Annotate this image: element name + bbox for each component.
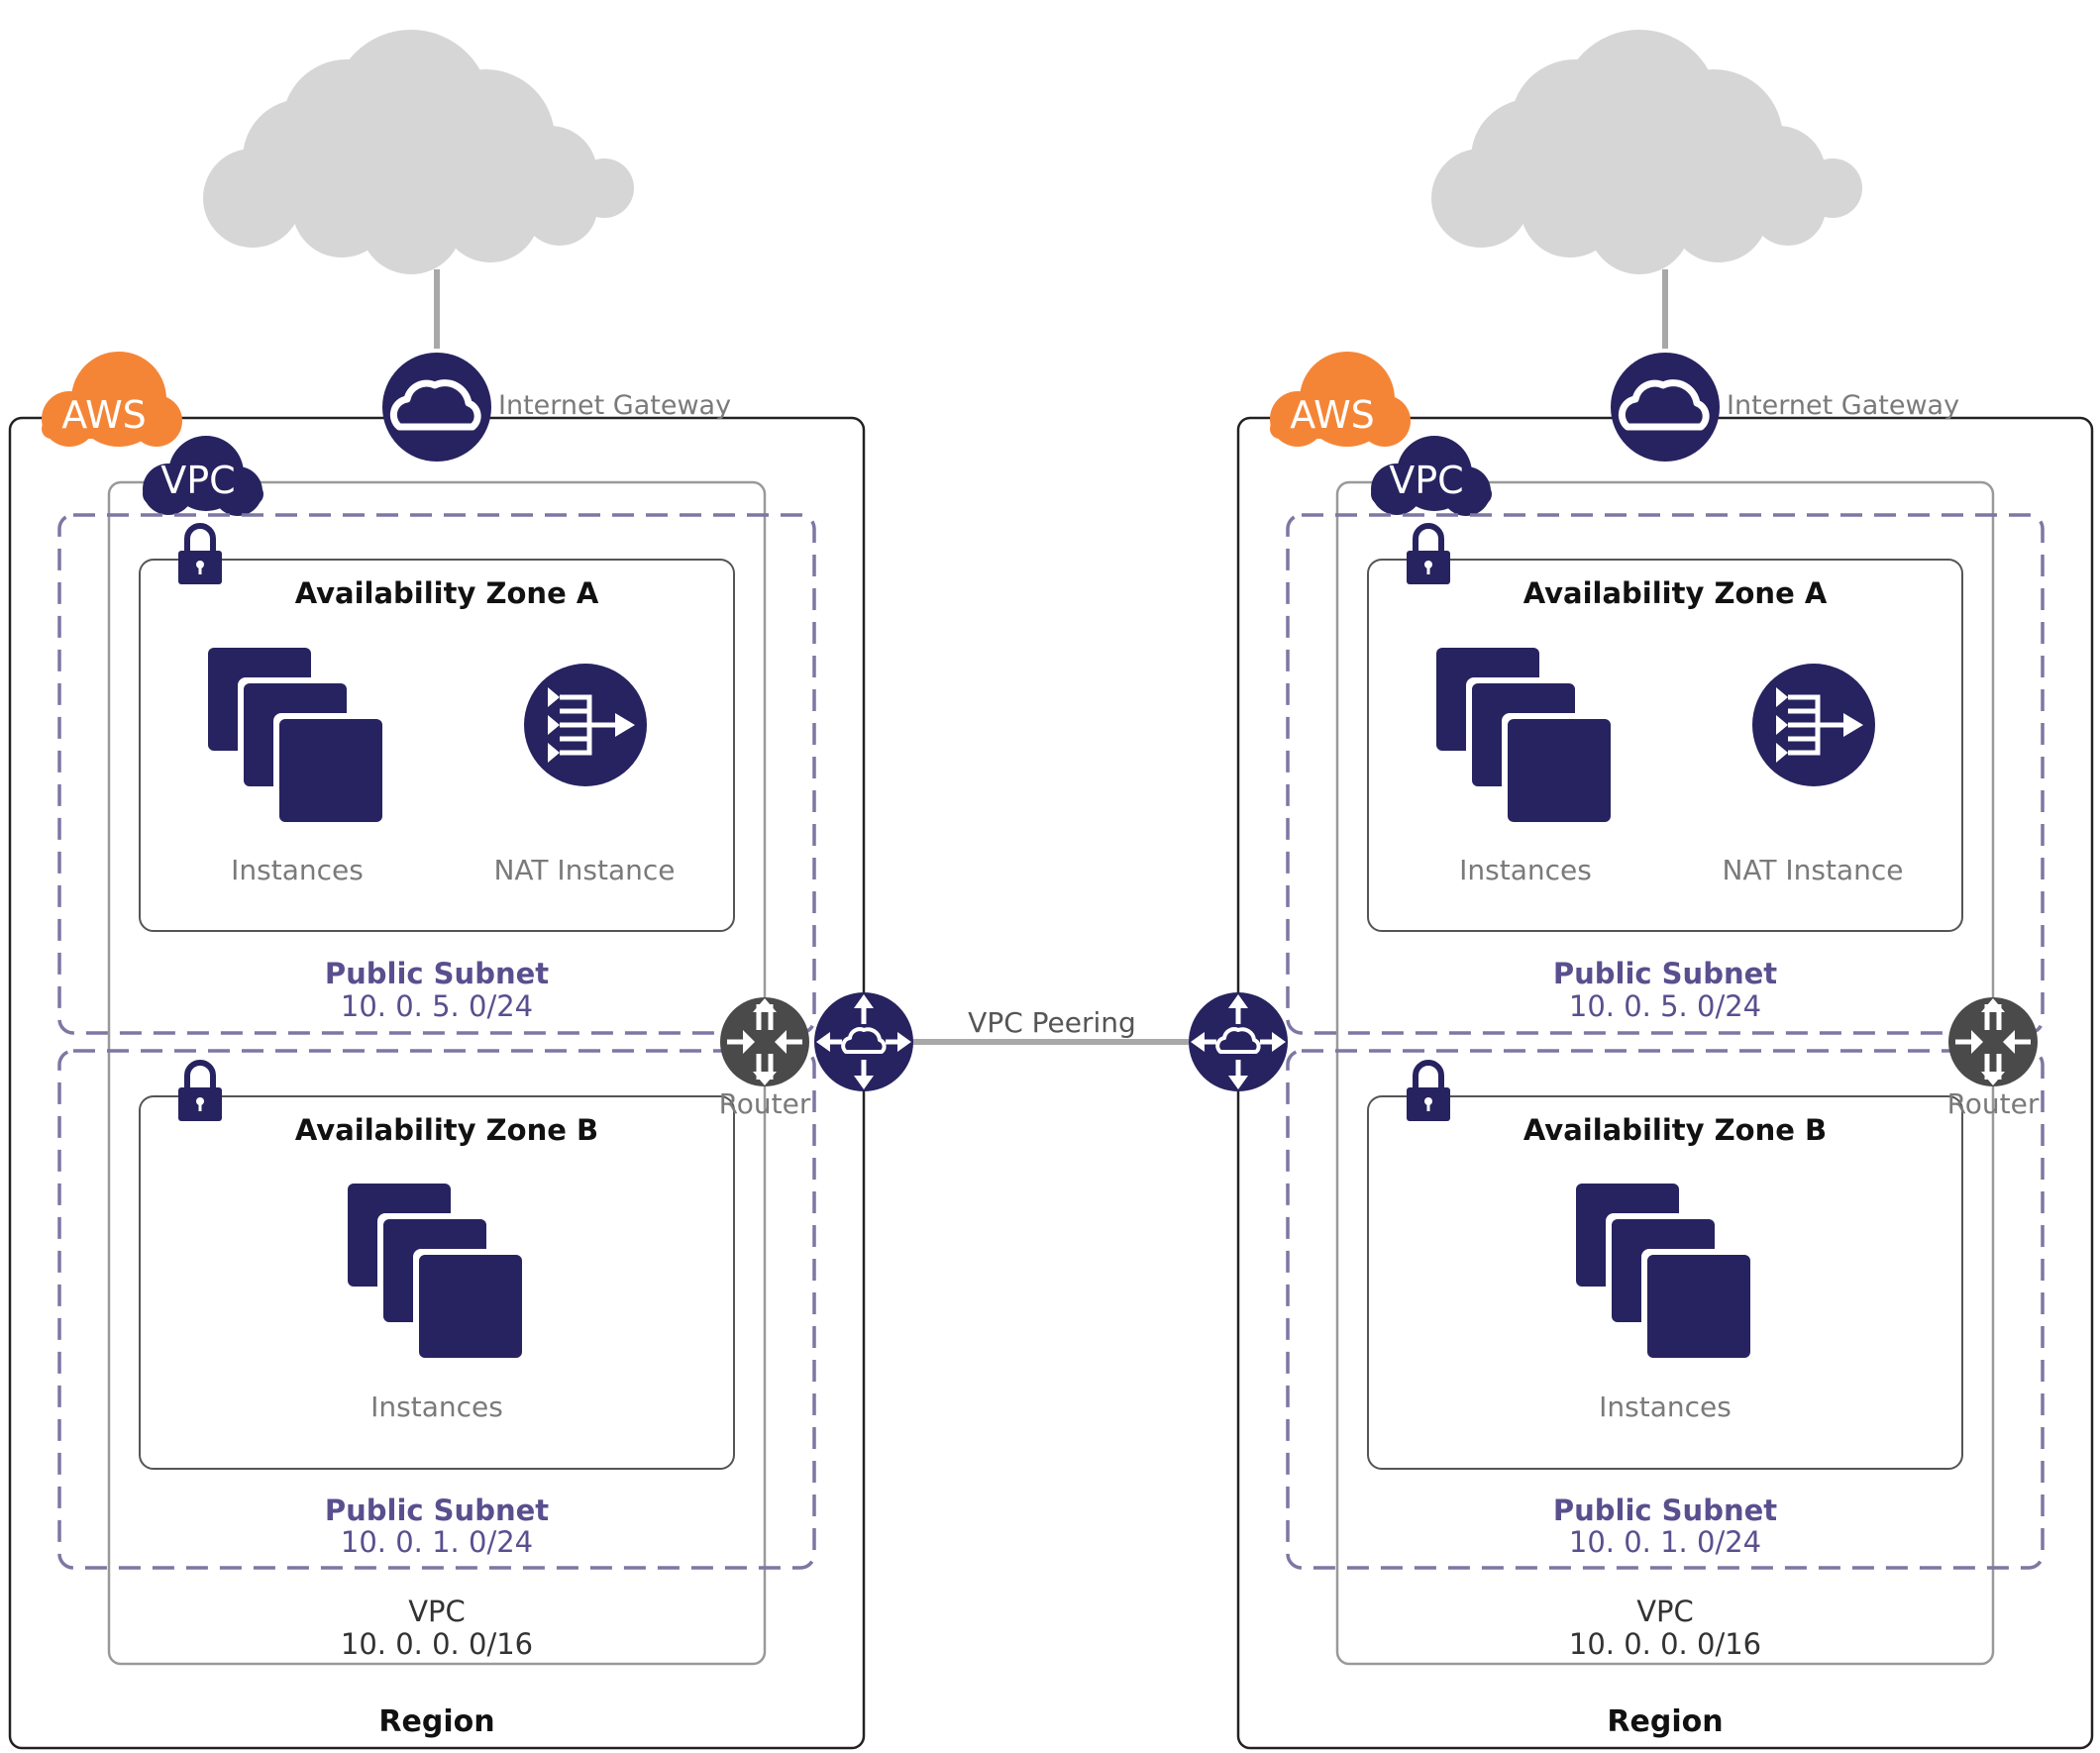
- vpc-cidr: 10. 0. 0. 0/16: [1569, 1627, 1761, 1661]
- vpc-badge-label: VPC: [160, 459, 235, 502]
- subnet-frame-a: [1286, 513, 2045, 1035]
- subnet-label: Public Subnet: [325, 957, 549, 990]
- aws-badge-label: AWS: [61, 393, 147, 437]
- aws-badge: AWS: [42, 352, 182, 447]
- region-label: Region: [1607, 1704, 1723, 1739]
- vpc-peering-node-icon: [1189, 992, 1288, 1091]
- vpc-label: VPC: [408, 1595, 466, 1628]
- internet-gateway-label: Internet Gateway: [498, 390, 731, 421]
- internet-gateway-icon: [1611, 353, 1720, 462]
- subnet-cidr: 10. 0. 5. 0/24: [1569, 989, 1761, 1023]
- subnet-label: Public Subnet: [325, 1494, 549, 1527]
- instances-label: Instances: [231, 854, 364, 886]
- vpc-peering-node-icon: [814, 992, 913, 1091]
- router-label: Router: [1947, 1087, 2040, 1120]
- nat-instance-icon: [1752, 664, 1875, 786]
- aws-badge-label: AWS: [1290, 393, 1375, 437]
- subnet-cidr: 10. 0. 1. 0/24: [1569, 1525, 1761, 1559]
- subnet-cidr: 10. 0. 5. 0/24: [341, 989, 533, 1023]
- aws-badge: AWS: [1270, 352, 1411, 447]
- router-label: Router: [719, 1087, 811, 1120]
- vpc-badge: VPC: [143, 436, 263, 516]
- internet-gateway-icon: [382, 353, 491, 462]
- instances-label: Instances: [1459, 854, 1592, 886]
- lock-icon: [178, 526, 222, 584]
- region-left: AWS VPC Availability Zone A Instances NA…: [8, 30, 913, 1750]
- aws-cloud-icon: [1270, 352, 1411, 447]
- vpc-cloud-icon: [143, 436, 263, 516]
- vpc-cidr: 10. 0. 0. 0/16: [341, 1627, 533, 1661]
- region-right: AWS VPC Availability Zone A Instances NA…: [1189, 30, 2094, 1750]
- subnet-cidr: 10. 0. 1. 0/24: [341, 1525, 533, 1559]
- internet-cloud-icon: [1431, 30, 1862, 274]
- zone-title: Availability Zone B: [1523, 1113, 1827, 1147]
- router-icon: [1948, 997, 2038, 1086]
- zone-title: Availability Zone A: [1523, 576, 1828, 610]
- nat-instance-icon: [524, 664, 647, 786]
- subnet-frame-b: [57, 1049, 816, 1570]
- aws-cloud-icon: [42, 352, 182, 447]
- peering-label: VPC Peering: [968, 1006, 1136, 1039]
- internet-cloud-icon: [203, 30, 634, 274]
- zone-title: Availability Zone B: [295, 1113, 598, 1147]
- subnet-frame-a: [57, 513, 816, 1035]
- router-icon: [720, 997, 809, 1086]
- lock-icon: [1407, 1063, 1450, 1121]
- zone-title: Availability Zone A: [295, 576, 599, 610]
- instances-label: Instances: [1599, 1391, 1732, 1423]
- vpc-badge: VPC: [1371, 436, 1492, 516]
- instances-label: Instances: [370, 1391, 503, 1423]
- vpc-label: VPC: [1636, 1595, 1694, 1628]
- vpc-cloud-icon: [1371, 436, 1492, 516]
- nat-instance-label: NAT Instance: [1722, 854, 1903, 886]
- lock-icon: [178, 1063, 222, 1121]
- subnet-label: Public Subnet: [1553, 957, 1777, 990]
- subnet-frame-b: [1286, 1049, 2045, 1570]
- vpc-badge-label: VPC: [1389, 459, 1463, 502]
- lock-icon: [1407, 526, 1450, 584]
- subnet-label: Public Subnet: [1553, 1494, 1777, 1527]
- nat-instance-label: NAT Instance: [493, 854, 675, 886]
- internet-gateway-label: Internet Gateway: [1727, 390, 1959, 421]
- region-label: Region: [378, 1704, 494, 1739]
